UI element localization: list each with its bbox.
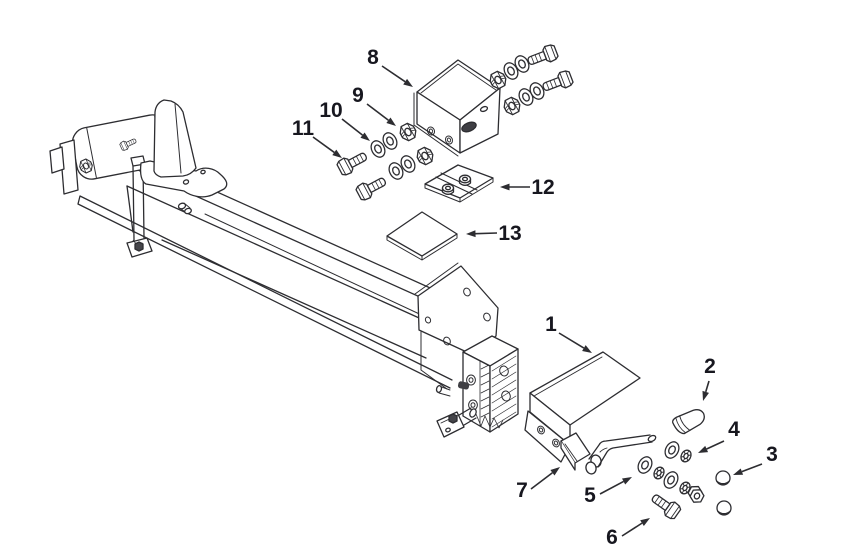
- callout-7-arrow: [530, 472, 553, 490]
- callout-8-label: 8: [367, 46, 379, 69]
- callout-9-arrowhead: [386, 117, 396, 126]
- part-7-crank-handle: [560, 432, 657, 475]
- splitting-wedge: [153, 99, 197, 178]
- callout-2-label: 2: [704, 355, 716, 378]
- callout-1-label: 1: [545, 313, 557, 336]
- callout-6-arrowhead: [640, 518, 650, 526]
- handle-hardware: [634, 438, 732, 522]
- callout-4-arrowhead: [698, 445, 709, 453]
- bracket-hardware-left: [335, 120, 437, 203]
- callout-5-arrow: [599, 480, 624, 495]
- callout-9-label: 9: [352, 84, 364, 107]
- callout-11-arrow: [312, 136, 335, 154]
- callout-2-arrow: [704, 380, 710, 393]
- beam-end-plate: [414, 262, 499, 355]
- callout-7-label: 7: [516, 479, 528, 502]
- part-1-deflector-plate: [524, 351, 641, 463]
- beam-pin: [177, 202, 192, 215]
- callout-5-label: 5: [584, 484, 596, 507]
- callout-4-arrow: [706, 440, 725, 450]
- callout-7-arrowhead: [550, 467, 560, 476]
- end-foot-bracket: [436, 411, 465, 438]
- callout-6-label: 6: [606, 526, 618, 549]
- callout-2-arrowhead: [702, 390, 709, 401]
- callout-3-label: 3: [766, 443, 778, 466]
- callout-10-arrow: [341, 118, 364, 136]
- callout-1-arrowhead: [582, 345, 592, 353]
- part-12-nut-retainer-plate: [424, 164, 494, 203]
- callout-5-arrowhead: [622, 477, 632, 485]
- part-8-hitch-bracket: [413, 59, 501, 157]
- callout-10-label: 10: [319, 99, 342, 122]
- callout-10-arrowhead: [360, 132, 370, 141]
- callout-9-arrow: [366, 103, 389, 121]
- callout-11-arrowhead: [332, 149, 342, 158]
- beam-rails: [77, 159, 453, 390]
- callout-13-arrow: [475, 232, 498, 235]
- part-13-wear-plate: [386, 211, 458, 261]
- bracket-hardware-upper: [486, 42, 575, 118]
- valve-block: [435, 335, 519, 433]
- callout-6-arrow: [621, 522, 643, 537]
- callout-4-label: 4: [728, 418, 740, 441]
- callout-3-arrow: [741, 463, 763, 473]
- callout-11-label: 11: [292, 117, 315, 140]
- callout-13-arrowhead: [466, 230, 476, 238]
- part-2-grip-knob: [671, 409, 705, 435]
- callout-13-label: 13: [498, 222, 521, 245]
- callout-1-arrow: [558, 332, 585, 349]
- callout-12-label: 12: [531, 176, 554, 199]
- callout-8-arrow: [381, 65, 406, 83]
- splitter-beam-assembly: [49, 99, 519, 438]
- callout-8-arrowhead: [403, 78, 413, 87]
- callout-3-arrowhead: [733, 468, 744, 475]
- callout-12-arrowhead: [500, 183, 510, 191]
